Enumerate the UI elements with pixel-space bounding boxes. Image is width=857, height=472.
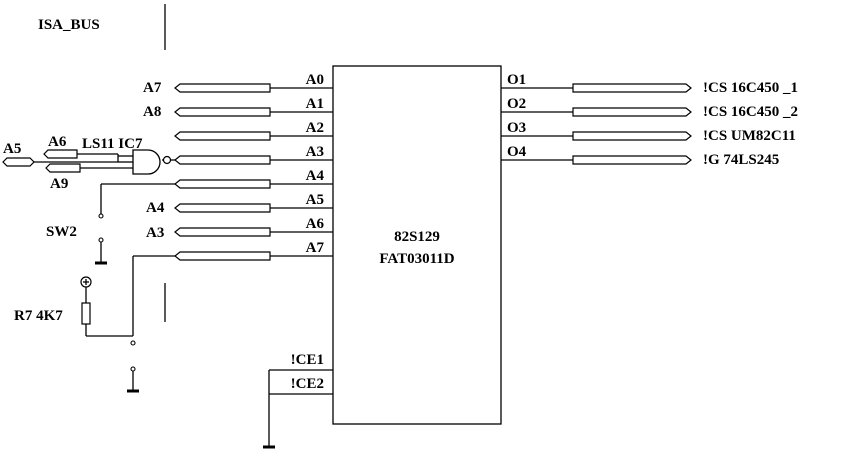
chip-part-label: 82S129 <box>394 229 440 245</box>
chip-body <box>332 65 502 425</box>
bus-connector-a3 <box>174 155 271 165</box>
output-label-3: !CS UM82C11 <box>703 128 796 144</box>
pin-label-a3: A3 <box>306 144 324 160</box>
sw2-contact-bottom <box>98 237 104 243</box>
bus-connector-a1 <box>174 107 271 117</box>
input-label-a6: A6 <box>48 134 67 150</box>
output-label-2: !CS 16C450 _2 <box>703 104 798 120</box>
sw2-contact-top <box>98 213 104 219</box>
connector-a5 <box>2 157 35 167</box>
r7-resistor <box>81 302 91 325</box>
pin-label-a0: A0 <box>306 72 324 88</box>
bus-connector-a4 <box>174 179 271 189</box>
switch-a7-contact-bottom <box>130 366 136 372</box>
input-label-a5: A5 <box>3 141 21 157</box>
input-label-a7: A7 <box>143 80 162 96</box>
out-connector-o1 <box>572 83 692 93</box>
switch-label: SW2 <box>46 224 77 240</box>
out-connector-o4 <box>572 155 692 165</box>
connector-a6 <box>43 149 78 159</box>
resistor-label: R7 4K7 <box>14 308 63 324</box>
pin-label-a7: A7 <box>306 240 325 256</box>
pin-label-a5: A5 <box>306 192 324 208</box>
connector-a9 <box>45 163 81 173</box>
bus-connector-a2 <box>174 131 271 141</box>
chip-ref-label: FAT03011D <box>379 251 454 267</box>
input-label-a4: A4 <box>146 200 165 216</box>
input-label-a8: A8 <box>143 104 161 120</box>
sheet-title: ISA_BUS <box>38 17 100 33</box>
gate-label: LS11 IC7 <box>82 136 143 152</box>
pin-label-o3: O3 <box>507 120 526 136</box>
gate-inversion-bubble <box>162 155 172 165</box>
bus-connector-a7 <box>174 251 271 261</box>
pin-label-a6: A6 <box>306 216 325 232</box>
bus-connector-a5 <box>174 203 271 213</box>
pin-label-o2: O2 <box>507 96 526 112</box>
input-label-a3: A3 <box>146 225 164 241</box>
input-label-a9: A9 <box>50 176 68 192</box>
and-gate-symbol <box>132 149 161 175</box>
bus-connector-a0 <box>174 83 271 93</box>
pin-label-o1: O1 <box>507 72 526 88</box>
pin-label-a2: A2 <box>306 120 324 136</box>
out-connector-o2 <box>572 107 692 117</box>
pin-label-a1: A1 <box>306 96 324 112</box>
pin-label-a4: A4 <box>306 168 325 184</box>
output-label-4: !G 74LS245 <box>703 152 779 168</box>
switch-a7-contact-top <box>130 340 136 346</box>
pin-label-ce2: !CE2 <box>291 376 324 392</box>
bus-connector-a6 <box>174 227 271 237</box>
pin-label-o4: O4 <box>507 144 527 160</box>
pin-label-ce1: !CE1 <box>291 352 324 368</box>
out-connector-o3 <box>572 131 692 141</box>
output-label-1: !CS 16C450 _1 <box>703 80 798 96</box>
